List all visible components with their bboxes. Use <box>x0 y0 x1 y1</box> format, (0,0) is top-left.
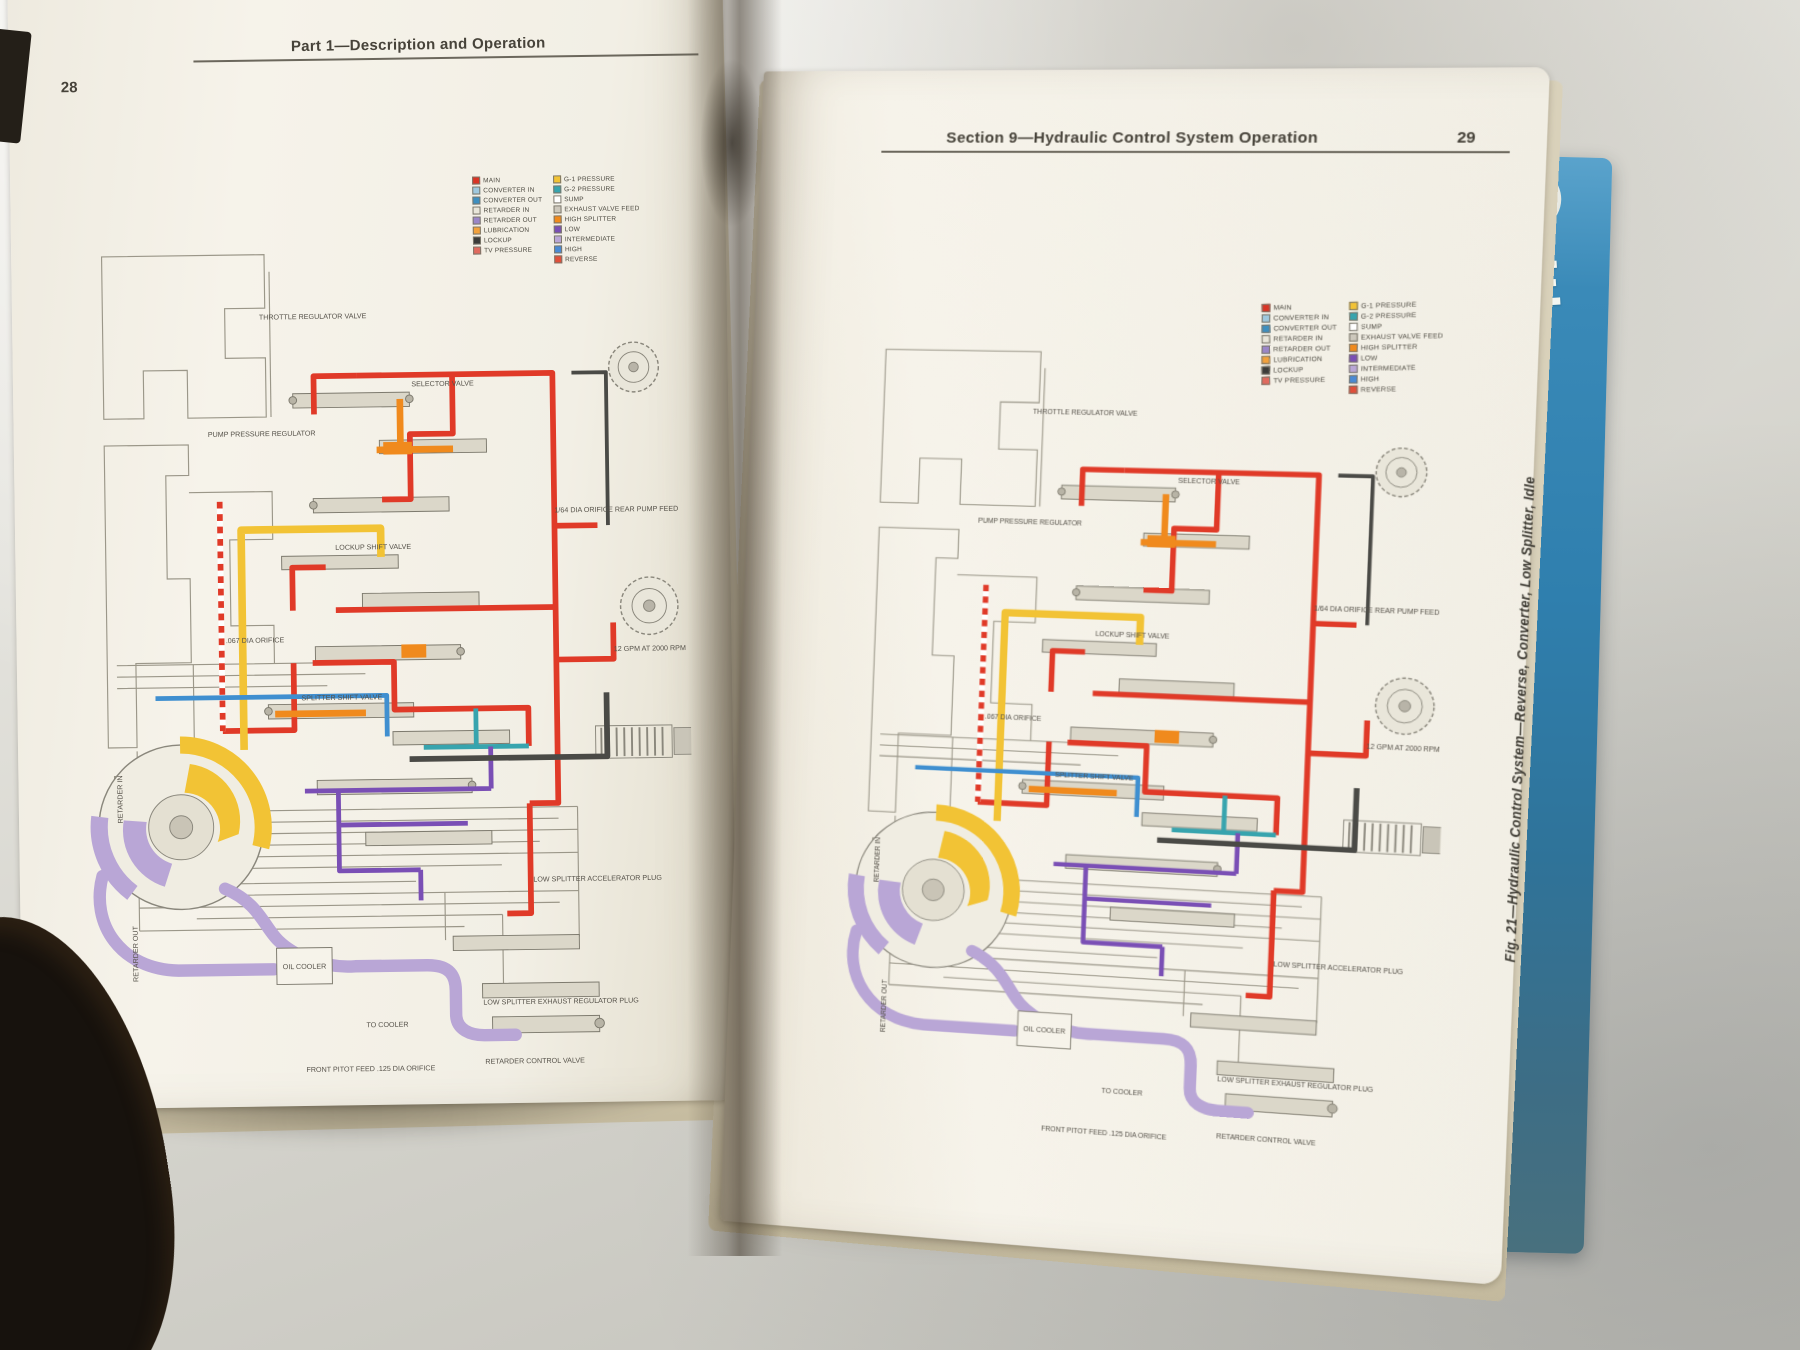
legend-label: MAIN <box>1273 303 1292 312</box>
legend-swatch <box>472 176 481 185</box>
legend-swatch <box>472 196 481 205</box>
legend-label: G-1 PRESSURE <box>563 175 615 183</box>
hydraulic-diagram-left <box>66 209 703 1078</box>
legend-swatch <box>1261 303 1271 313</box>
left-folio: 28 <box>60 79 78 97</box>
left-running-head: Part 1—Description and Operation <box>290 34 546 56</box>
right-running-head: Section 9—Hydraulic Control System Opera… <box>946 129 1319 147</box>
legend-swatch <box>1349 301 1358 311</box>
right-head-rule <box>881 150 1510 154</box>
legend-label: G-2 PRESSURE <box>564 185 615 193</box>
manual-page-28: Part 1—Description and Operation 28 MAIN… <box>7 0 738 1110</box>
right-folio: 29 <box>1456 128 1476 147</box>
legend-label: G-1 PRESSURE <box>1360 300 1417 310</box>
legend-label: MAIN <box>483 176 501 184</box>
legend-swatch <box>553 195 562 204</box>
legend-swatch <box>552 175 562 184</box>
legend-label: CONVERTER IN <box>483 186 535 194</box>
legend-label: SUMP <box>564 195 584 203</box>
legend-label: CONVERTER OUT <box>483 196 543 204</box>
legend-swatch <box>472 186 481 195</box>
hydraulic-diagram-right <box>824 311 1467 1162</box>
manual-page-29: Section 9—Hydraulic Control System Opera… <box>720 67 1550 1286</box>
legend-swatch <box>553 185 562 194</box>
